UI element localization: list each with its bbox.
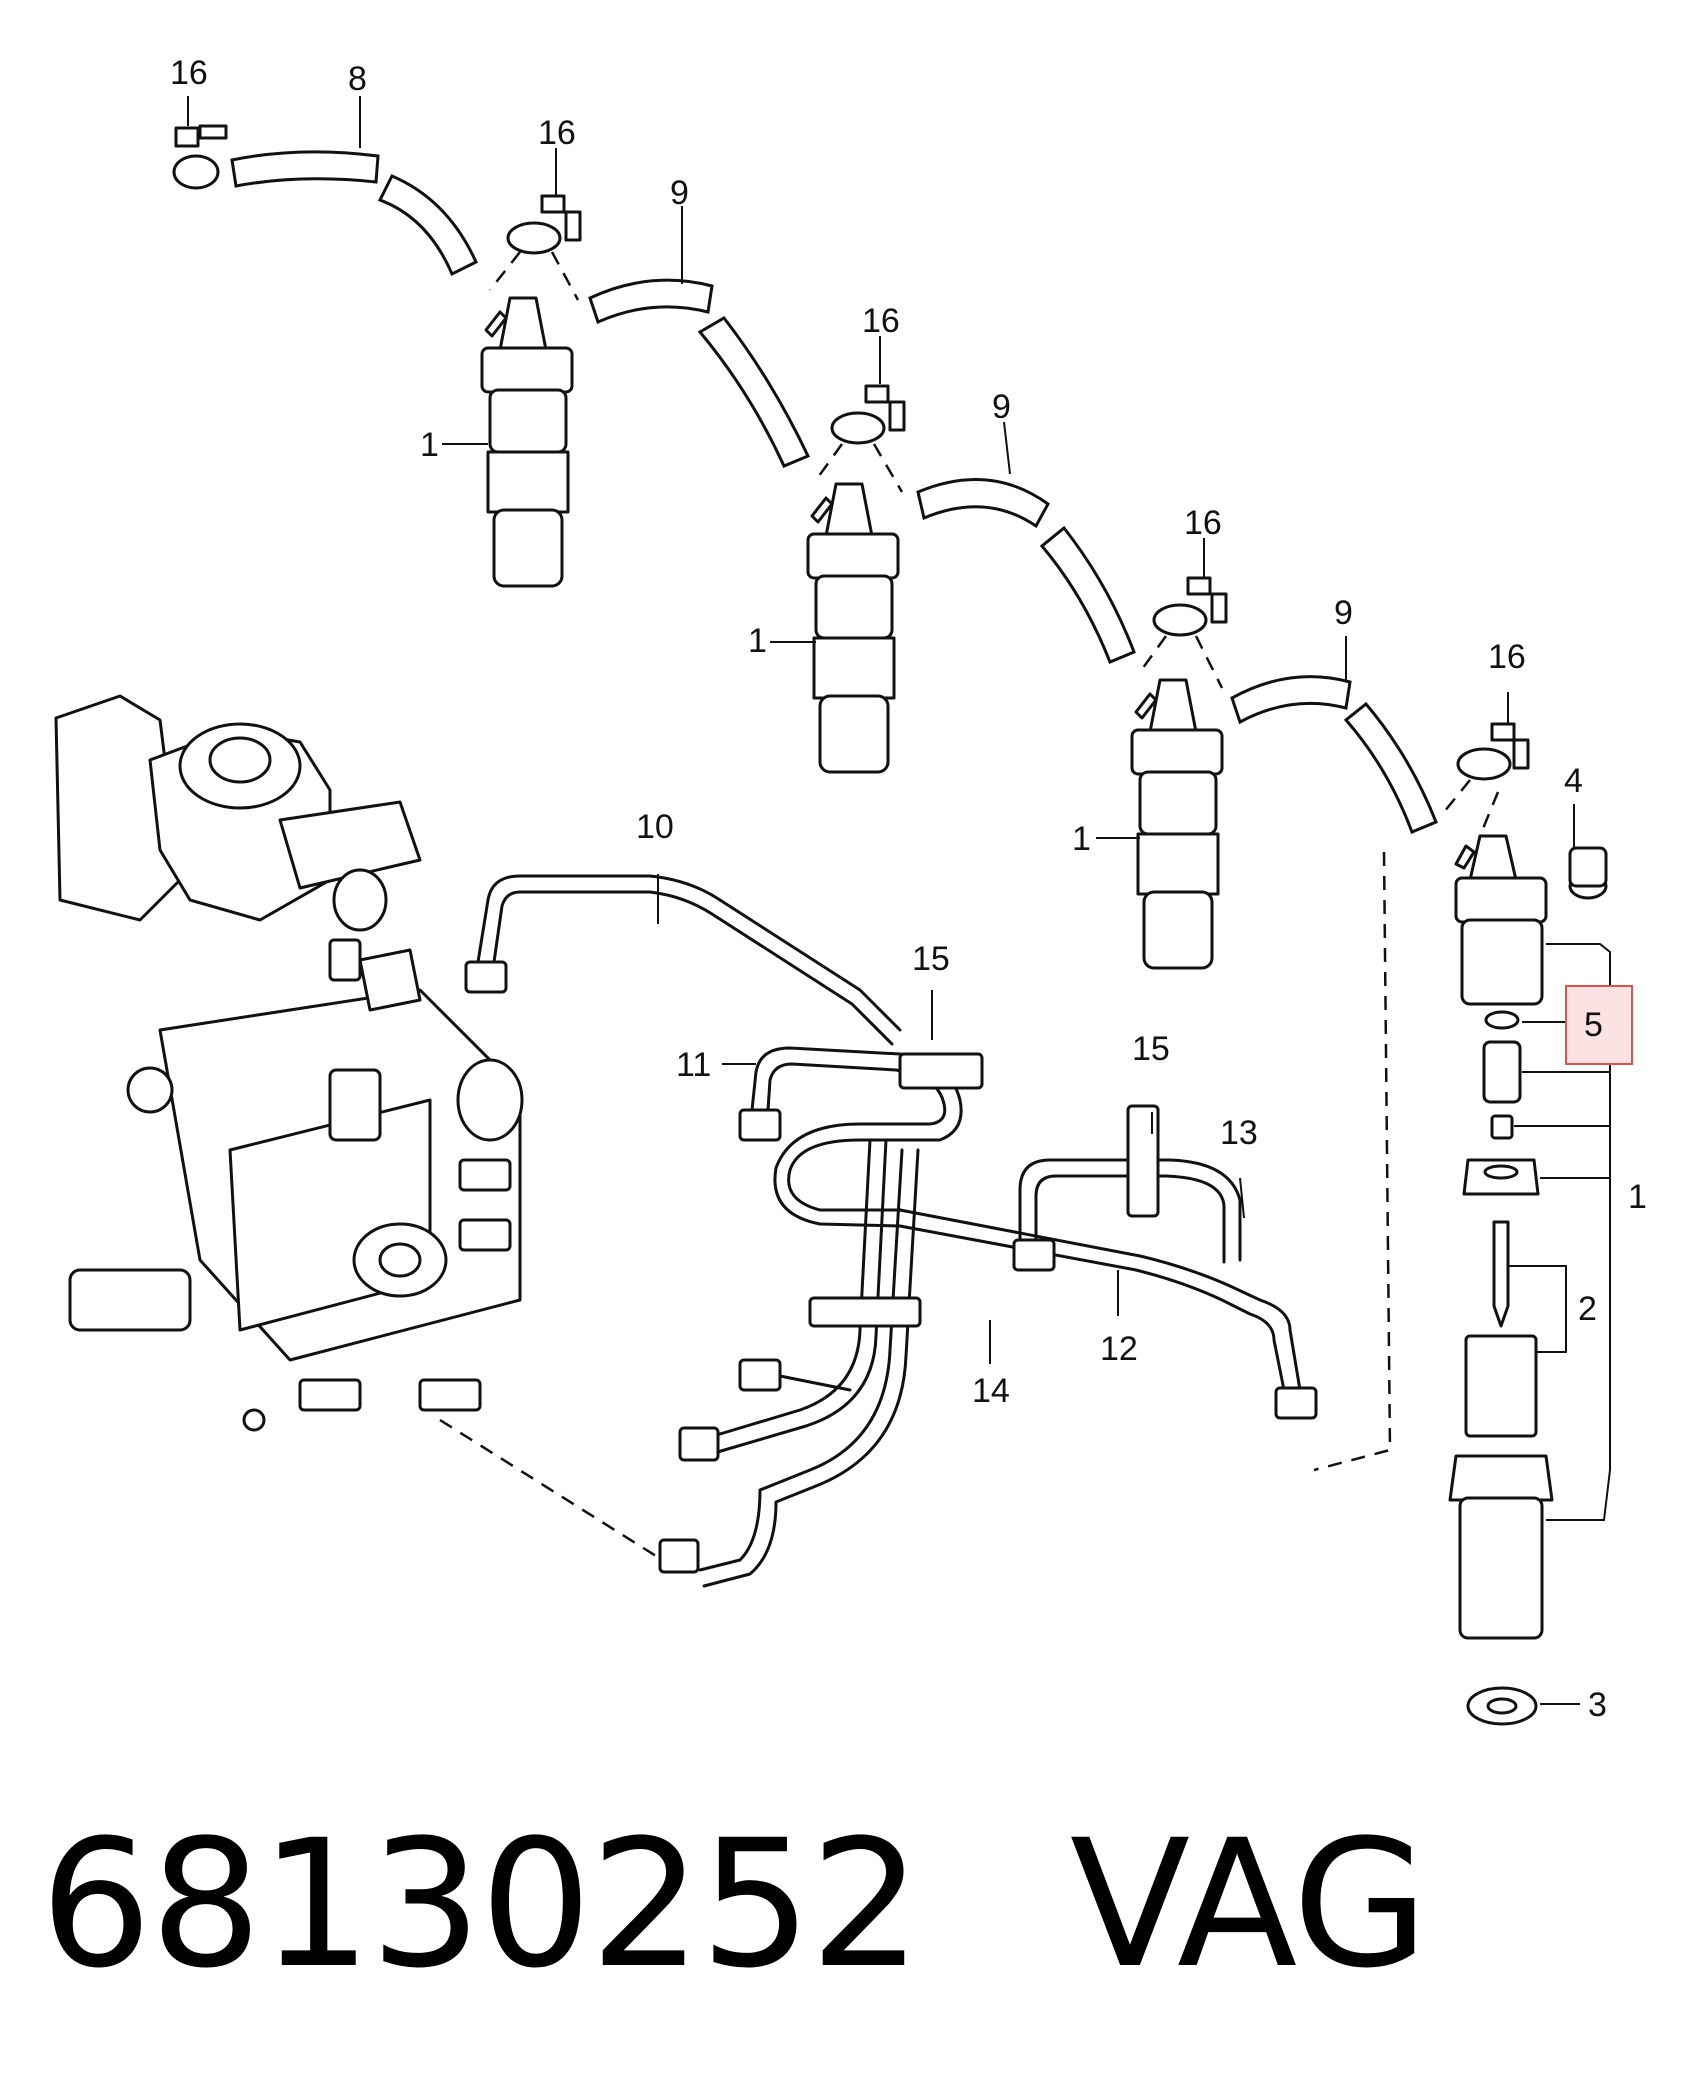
injector-1-third bbox=[1130, 678, 1224, 970]
hose-clamp-16-c bbox=[830, 384, 906, 445]
callout-9-a: 9 bbox=[670, 174, 689, 212]
part-number: 68130252 bbox=[40, 1802, 922, 2007]
highlight-box-5 bbox=[1565, 985, 1633, 1065]
return-hose-9-first bbox=[588, 278, 811, 468]
callout-1-d: 1 bbox=[1628, 1178, 1647, 1216]
callout-16-e: 16 bbox=[1488, 638, 1526, 676]
callout-14: 14 bbox=[972, 1372, 1010, 1410]
callout-1-a: 1 bbox=[420, 426, 439, 464]
callout-11: 11 bbox=[676, 1046, 711, 1084]
callout-16-a: 16 bbox=[170, 54, 208, 92]
injection-pump bbox=[54, 694, 524, 1432]
injector-exploded bbox=[1448, 834, 1608, 1726]
exploded-parts-diagram: 16 8 16 9 16 9 16 9 16 4 1 1 1 10 15 15 … bbox=[54, 54, 1647, 1726]
hose-clamp-16-d bbox=[1152, 576, 1228, 637]
return-hose-9-third bbox=[1230, 675, 1438, 834]
callout-10: 10 bbox=[636, 808, 674, 846]
brand-name: VAG bbox=[1069, 1802, 1429, 2007]
return-hose-8 bbox=[230, 150, 478, 277]
callout-16-b: 16 bbox=[538, 114, 576, 152]
hose-clamp-16-b bbox=[506, 194, 582, 255]
callout-leaders bbox=[187, 96, 1575, 1364]
callout-12: 12 bbox=[1100, 1330, 1138, 1368]
callout-8: 8 bbox=[348, 60, 367, 98]
return-hose-9-second bbox=[916, 478, 1136, 664]
callout-5: 5 bbox=[1584, 1006, 1603, 1044]
hose-clamp-16-e bbox=[1456, 722, 1530, 781]
callout-4: 4 bbox=[1564, 762, 1583, 800]
injection-pipes bbox=[439, 874, 1318, 1588]
hose-clamp-16-a bbox=[172, 124, 228, 190]
callout-9-c: 9 bbox=[1334, 594, 1353, 632]
callout-1-c: 1 bbox=[1072, 820, 1091, 858]
callout-15-b: 15 bbox=[1132, 1030, 1170, 1068]
callout-15-a: 15 bbox=[912, 940, 950, 978]
callout-16-d: 16 bbox=[1184, 504, 1222, 542]
callout-3: 3 bbox=[1588, 1686, 1607, 1724]
callout-16-c: 16 bbox=[862, 302, 900, 340]
callout-9-b: 9 bbox=[992, 388, 1011, 426]
exploded-leaders bbox=[1313, 791, 1611, 1705]
callout-1-b: 1 bbox=[748, 622, 767, 660]
injector-1-first bbox=[480, 296, 574, 588]
injector-1-second bbox=[806, 482, 900, 774]
footer: 68130252 VAG bbox=[40, 1790, 1440, 2020]
callout-13: 13 bbox=[1220, 1114, 1258, 1152]
callout-2: 2 bbox=[1578, 1290, 1597, 1328]
